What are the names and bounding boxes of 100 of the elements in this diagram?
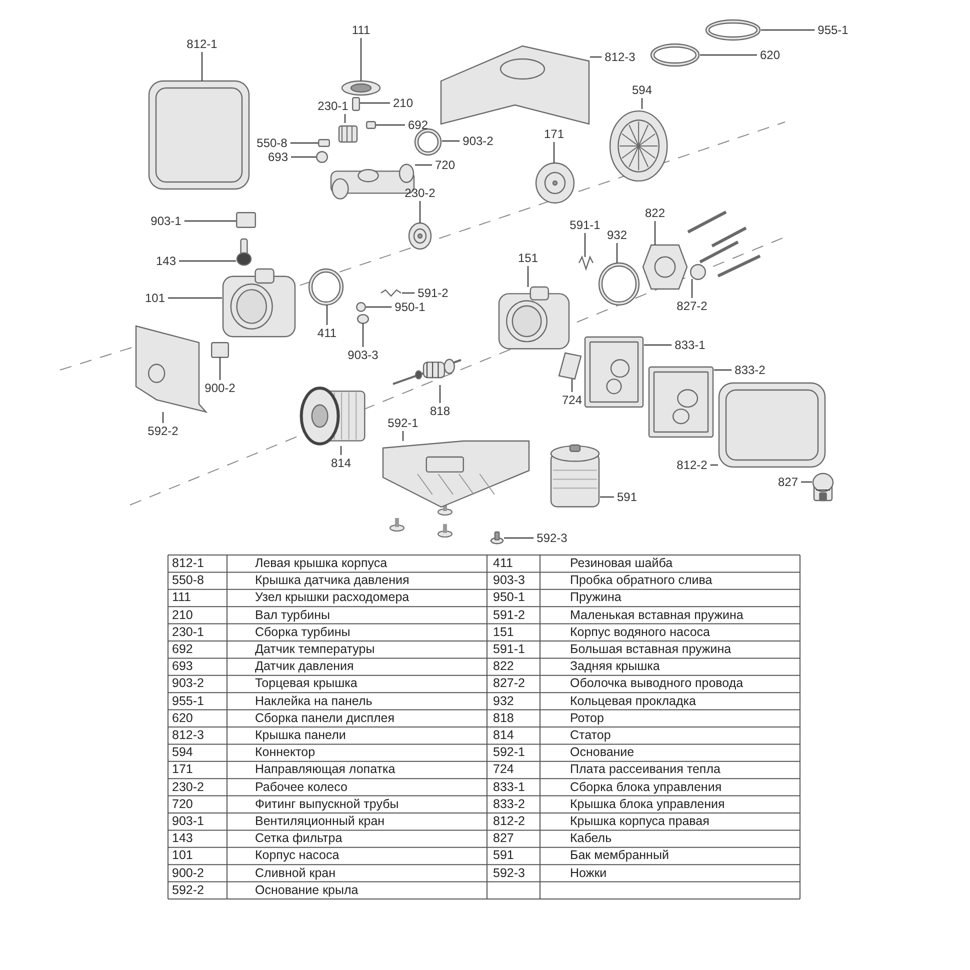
part-code: 833-2 <box>493 796 525 813</box>
callout-number: 955-1 <box>818 23 848 37</box>
part-name: Торцевая крышка <box>255 675 358 692</box>
part-name: Пружина <box>570 589 622 606</box>
part-name: Крышка панели <box>255 727 346 744</box>
part-code: 594 <box>172 744 193 762</box>
leader-line <box>710 464 718 466</box>
callout-number: 724 <box>562 393 582 407</box>
callout-number: 210 <box>392 96 414 110</box>
part-code: 950-1 <box>493 589 525 606</box>
leader-line <box>691 279 693 298</box>
part-code: 151 <box>493 624 514 641</box>
shaft-drawing <box>352 97 360 111</box>
part-name: Корпус насоса <box>255 847 340 864</box>
leader-line <box>571 379 573 392</box>
leader-line <box>376 124 405 126</box>
knob-drawing <box>316 151 328 163</box>
part-code: 230-1 <box>172 624 204 641</box>
board-drawing <box>648 366 714 438</box>
tank-drawing <box>550 444 600 508</box>
leader-line <box>415 164 432 166</box>
part-code: 591-2 <box>493 606 525 624</box>
part-code: 903-1 <box>172 813 204 830</box>
part-code: 812-2 <box>493 813 525 830</box>
spring-drawing <box>380 289 402 297</box>
part-code: 620 <box>172 710 193 727</box>
housing-drawing <box>498 286 570 350</box>
callout-number: 900-2 <box>204 381 236 395</box>
part-code: 827 <box>493 830 514 848</box>
part-code: 903-2 <box>172 675 204 692</box>
cover-drawing <box>148 80 250 190</box>
leader-line <box>714 369 732 371</box>
callout-number: 903-2 <box>462 134 494 148</box>
part-name: Статор <box>570 727 611 744</box>
disc-drawing <box>408 222 432 250</box>
callout-number: 550-8 <box>256 136 288 150</box>
part-name: Ротор <box>570 710 604 727</box>
callout-number: 620 <box>760 48 780 62</box>
bracket-drawing <box>135 325 207 413</box>
callout-number: 171 <box>544 127 564 141</box>
part-name: Датчик температуры <box>255 641 375 658</box>
base-drawing <box>382 440 530 508</box>
callout-number: 903-3 <box>348 348 378 362</box>
callout-number: 592-2 <box>148 424 178 438</box>
callout-number: 932 <box>606 228 628 242</box>
part-name: Сетка фильтра <box>255 830 342 848</box>
part-name: Направляющая лопатка <box>255 761 396 778</box>
part-name: Оболочка выводного провода <box>570 675 744 692</box>
plug-drawing <box>236 212 256 228</box>
callout-number: 151 <box>518 251 538 265</box>
part-code: 955-1 <box>172 692 204 710</box>
leader-line <box>179 260 236 262</box>
part-code: 592-1 <box>493 744 525 762</box>
part-code: 812-3 <box>172 727 204 744</box>
callout-number: 230-1 <box>318 99 348 113</box>
part-code: 550-8 <box>172 572 204 590</box>
part-name: Основание крыла <box>255 882 358 899</box>
part-name: Бак мембранный <box>570 847 669 864</box>
spring-drawing <box>578 256 594 270</box>
leader-line <box>326 305 328 325</box>
part-code: 903-3 <box>493 572 525 590</box>
leader-line <box>201 52 203 81</box>
ring-drawing <box>650 43 700 67</box>
part-name: Большая вставная пружина <box>570 641 732 658</box>
part-name: Кольцевая прокладка <box>570 692 696 710</box>
leader-line <box>362 323 364 347</box>
ring-drawing <box>308 268 344 306</box>
part-code: 591-1 <box>493 641 525 658</box>
part-code: 111 <box>172 589 192 606</box>
leader-line <box>344 114 346 123</box>
plug-drawing <box>211 342 229 358</box>
callout-number: 903-1 <box>150 214 182 228</box>
part-name: Вал турбины <box>255 606 330 624</box>
gear-drawing <box>341 80 381 96</box>
leader-line <box>291 156 316 158</box>
part-name: Ножки <box>570 864 607 882</box>
leader-line <box>290 142 318 144</box>
callout-number: 814 <box>330 456 352 470</box>
leader-line <box>700 54 757 56</box>
leader-line <box>366 306 392 308</box>
part-code: 171 <box>172 761 193 778</box>
part-name: Сливной кран <box>255 864 336 882</box>
part-name: Пробка обратного слива <box>570 572 712 590</box>
callout-number: 591-1 <box>570 218 600 232</box>
part-code: 818 <box>493 710 514 727</box>
leader-line <box>340 446 342 455</box>
disc-drawing <box>535 162 575 204</box>
callout-number: 950-1 <box>394 300 426 314</box>
leader-line <box>439 385 441 403</box>
callout-number: 411 <box>317 326 337 340</box>
part-name: Крышка блока управления <box>570 796 725 813</box>
part-name: Крышка датчика давления <box>255 572 410 590</box>
leader-line <box>584 233 586 257</box>
part-code: 900-2 <box>172 864 204 882</box>
part-name: Корпус водяного насоса <box>570 624 710 641</box>
part-code: 822 <box>493 658 514 676</box>
part-name: Вентиляционный кран <box>255 813 385 830</box>
part-name: Крышка корпуса правая <box>570 813 710 830</box>
ring-drawing <box>598 262 640 306</box>
part-code: 591 <box>493 847 514 864</box>
